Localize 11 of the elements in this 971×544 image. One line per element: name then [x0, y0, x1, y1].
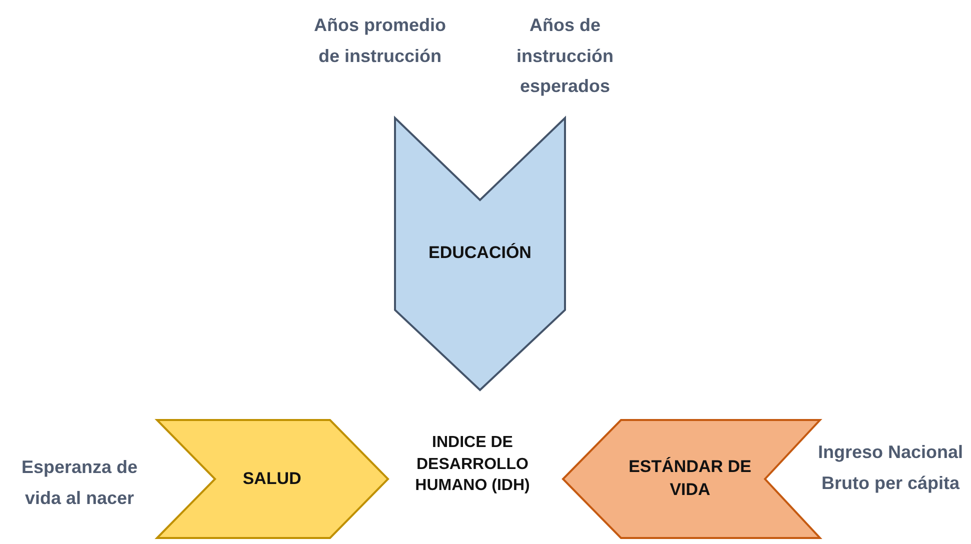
- chevron-shape: [157, 420, 388, 538]
- indicator-label: Ingreso Nacional Bruto per cápita: [816, 441, 964, 495]
- indicator-label: Años promedio de instrucción: [312, 14, 447, 68]
- chevron-shape: [395, 118, 565, 390]
- indicator-label: Esperanza de vida al nacer: [20, 456, 139, 510]
- dimension-label: ESTÁNDAR DE VIDA: [628, 456, 752, 501]
- index-title: INDICE DE DESARROLLO HUMANO (IDH): [414, 433, 531, 496]
- dimension-label: SALUD: [242, 468, 302, 490]
- dimension-label: EDUCACIÓN: [428, 242, 532, 264]
- chevron-shape: [563, 420, 820, 538]
- indicator-label: Años de instrucción esperados: [515, 14, 614, 98]
